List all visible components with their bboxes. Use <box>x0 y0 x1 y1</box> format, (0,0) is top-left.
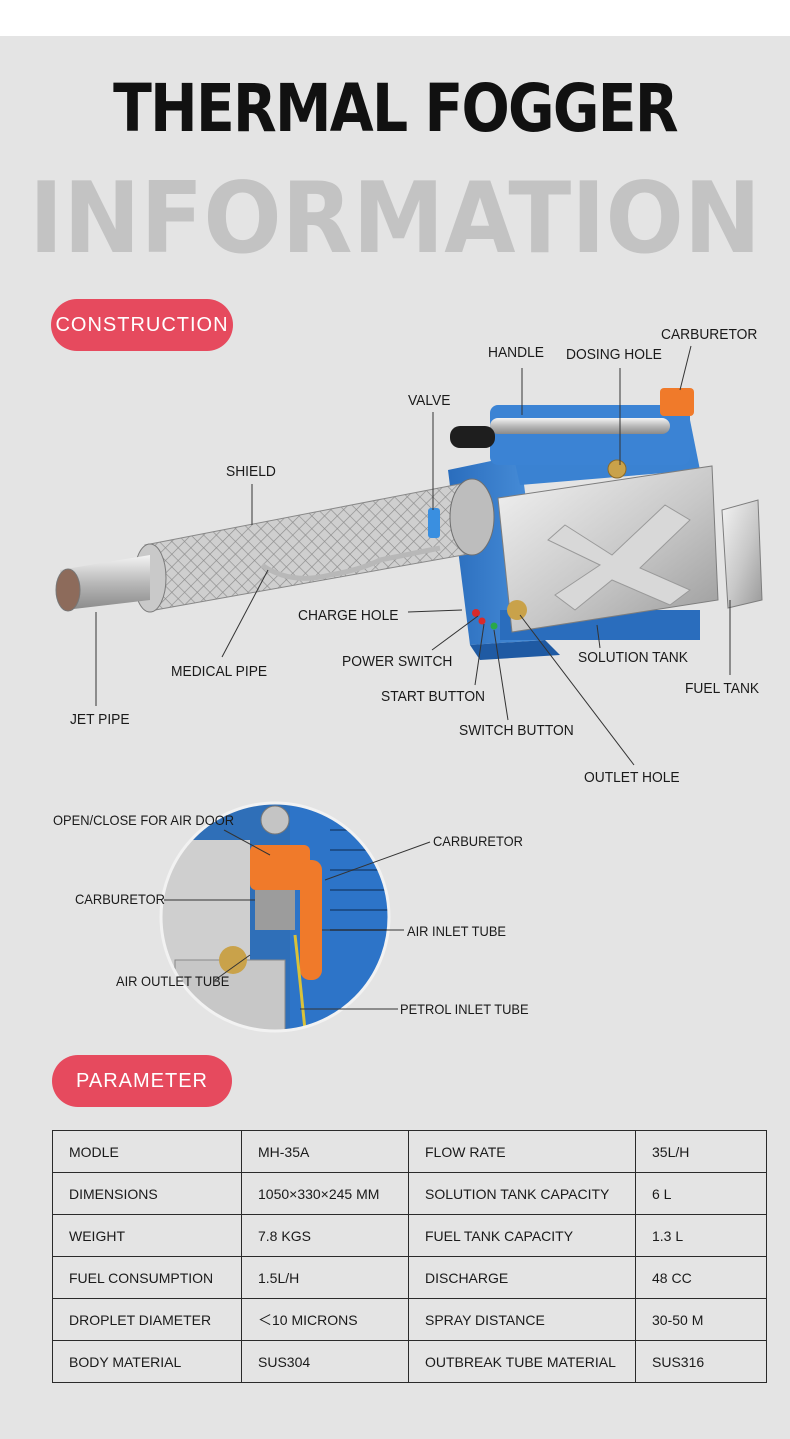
parameter-name-cell: DROPLET DIAMETER <box>52 1298 242 1341</box>
watermark-heading: INFORMATION <box>29 162 761 276</box>
label-air-door: OPEN/CLOSE FOR AIR DOOR <box>53 812 235 828</box>
label-petrol-inlet-tube: PETROL INLET TUBE <box>400 1001 529 1017</box>
outlet-hole <box>507 600 527 620</box>
parameter-value-cell: 1050×330×245 MM <box>241 1172 409 1215</box>
parameter-name-cell: BODY MATERIAL <box>52 1340 242 1383</box>
parameter-value-cell: 48 CC <box>635 1256 767 1299</box>
parameter-section-badge: PARAMETER <box>52 1055 232 1107</box>
fuel-tank <box>721 499 763 609</box>
parameter-value-cell: 30-50 M <box>635 1298 767 1341</box>
label-dosing-hole: DOSING HOLE <box>566 346 662 363</box>
label-air-inlet-tube: AIR INLET TUBE <box>407 923 507 939</box>
label-charge-hole: CHARGE HOLE <box>298 607 399 624</box>
label-switch-button: SWITCH BUTTON <box>459 722 574 739</box>
parameter-name-cell: SOLUTION TANK CAPACITY <box>408 1172 636 1215</box>
handle-bar <box>450 418 670 448</box>
parameter-name-cell: SPRAY DISTANCE <box>408 1298 636 1341</box>
parameter-value-cell: ＜10 MICRONS <box>241 1298 409 1341</box>
label-medical-pipe: MEDICAL PIPE <box>171 663 268 680</box>
leader-lines <box>95 345 731 766</box>
label-outlet-hole: OUTLET HOLE <box>584 769 680 786</box>
parameter-value-cell: SUS304 <box>241 1340 409 1383</box>
parameter-value-cell: 7.8 KGS <box>241 1214 409 1257</box>
power-switch-button <box>472 609 480 617</box>
parameter-name-cell: DISCHARGE <box>408 1256 636 1299</box>
jet-pipe <box>55 555 150 612</box>
page-title: THERMAL FOGGER <box>113 70 678 147</box>
label-fuel-tank: FUEL TANK <box>685 680 760 697</box>
parameter-name-cell: MODLE <box>52 1130 242 1173</box>
construction-section-badge: CONSTRUCTION <box>51 299 233 351</box>
parameter-value-cell: 1.3 L <box>635 1214 767 1257</box>
label-start-button: START BUTTON <box>381 688 486 705</box>
parameter-value-cell: SUS316 <box>635 1340 767 1383</box>
parameter-name-cell: FUEL TANK CAPACITY <box>408 1214 636 1257</box>
valve <box>428 508 440 538</box>
parameter-value-cell: 35L/H <box>635 1130 767 1173</box>
parameter-value-cell: 1.5L/H <box>241 1256 409 1299</box>
label-shield: SHIELD <box>226 463 276 480</box>
switch-button <box>490 622 498 630</box>
solution-tank <box>497 459 719 633</box>
parameter-name-cell: FUEL CONSUMPTION <box>52 1256 242 1299</box>
label-carburetor-left: CARBURETOR <box>75 891 165 907</box>
fogger-construction-diagram <box>55 345 763 766</box>
carburetor <box>660 388 694 416</box>
start-button <box>478 617 486 625</box>
parameter-value-cell: MH-35A <box>241 1130 409 1173</box>
parameter-value-cell: 6 L <box>635 1172 767 1215</box>
parameter-name-cell: DIMENSIONS <box>52 1172 242 1215</box>
label-power-switch: POWER SWITCH <box>342 653 453 670</box>
shield-mesh <box>133 478 495 613</box>
label-solution-tank: SOLUTION TANK <box>578 649 688 666</box>
parameter-name-cell: FLOW RATE <box>408 1130 636 1173</box>
label-air-outlet-tube: AIR OUTLET TUBE <box>116 973 230 989</box>
label-carburetor: CARBURETOR <box>661 326 758 343</box>
label-carburetor-right: CARBURETOR <box>433 833 523 849</box>
label-handle: HANDLE <box>488 344 544 361</box>
label-valve: VALVE <box>408 392 451 409</box>
parameter-name-cell: WEIGHT <box>52 1214 242 1257</box>
medical-pipe <box>260 545 441 581</box>
parameter-name-cell: OUTBREAK TUBE MATERIAL <box>408 1340 636 1383</box>
label-jet-pipe: JET PIPE <box>70 711 130 728</box>
